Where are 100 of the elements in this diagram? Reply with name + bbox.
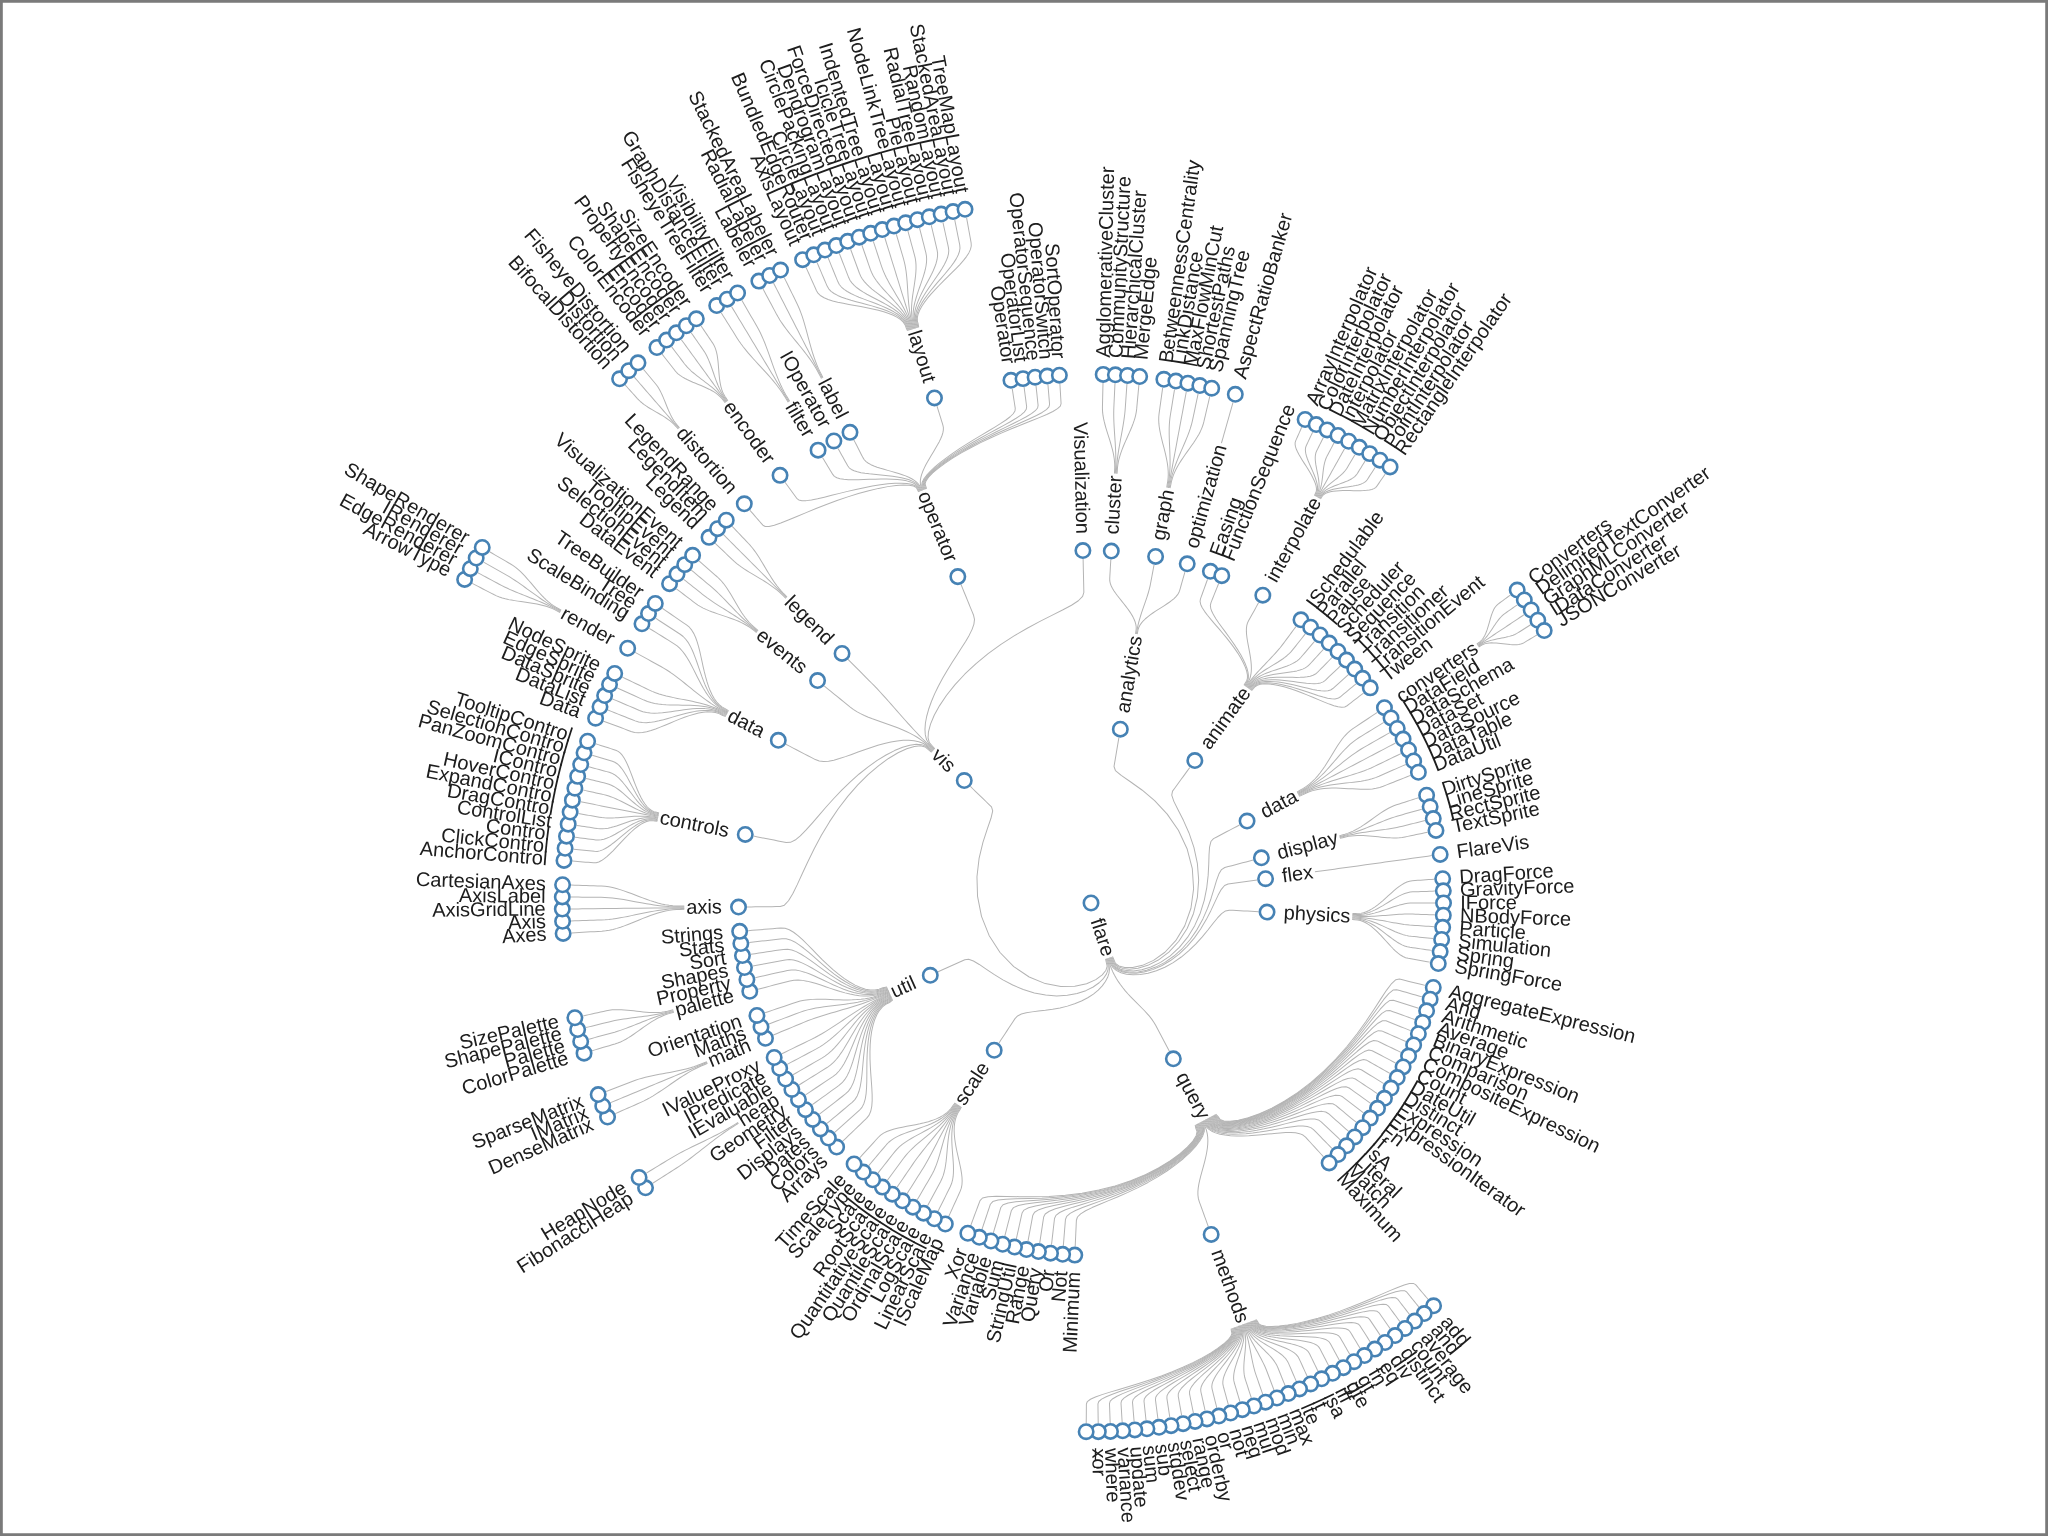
tree-link (861, 244, 913, 331)
tree-link (1339, 820, 1426, 838)
node-label: vis (933, 748, 954, 772)
tree-link (576, 817, 659, 830)
tree-link (868, 1102, 957, 1167)
tree-link (1233, 1324, 1245, 1402)
tree-link (1107, 957, 1170, 1052)
tree-link (906, 1104, 960, 1195)
tree-link (614, 1062, 708, 1115)
tree-link (752, 959, 889, 994)
tree-link (1109, 859, 1254, 973)
tree-link (1249, 674, 1349, 692)
node-label: analytics (1119, 636, 1142, 713)
tree-link (783, 277, 824, 379)
tree-link (1248, 657, 1333, 690)
tree-link (607, 709, 727, 724)
tree-link (588, 1011, 675, 1040)
tree-link (642, 368, 680, 429)
tree-link (916, 1105, 960, 1201)
tree-link (907, 230, 917, 330)
tree-link (816, 262, 909, 332)
tree-link (1314, 855, 1433, 873)
tree-link (603, 711, 727, 734)
tree-link (1316, 442, 1335, 498)
tree-link (927, 558, 1085, 750)
tree-link (1199, 578, 1248, 686)
tree-link (838, 253, 911, 331)
tree-link (1135, 564, 1155, 635)
tree-link (914, 221, 950, 329)
tree-link (591, 1011, 675, 1052)
node-label: util (891, 975, 917, 997)
tree-link (834, 998, 893, 1133)
tree-link (720, 312, 789, 403)
tree-link (1351, 902, 1436, 916)
tree-link (1245, 626, 1297, 688)
tree-link (786, 993, 891, 1065)
tree-link (837, 447, 922, 492)
tree-link (1246, 640, 1315, 689)
tree-link (690, 332, 728, 402)
tree-link (1101, 382, 1116, 475)
tree-link (634, 651, 729, 714)
tree-link (1209, 583, 1249, 687)
tree-link (1251, 683, 1365, 708)
tree-link (1168, 393, 1199, 489)
tree-link (872, 240, 913, 330)
tree-link (1339, 831, 1429, 839)
tree-link (1113, 382, 1117, 475)
tree-link (826, 997, 893, 1124)
tree-link (792, 994, 892, 1076)
tree-link (1297, 753, 1402, 796)
node-label: query (1175, 1073, 1209, 1118)
tree-link (1252, 1310, 1391, 1330)
tree-link (1297, 742, 1397, 795)
tree-link (610, 1062, 708, 1104)
tree-link (1208, 1068, 1385, 1128)
tree-link (1351, 918, 1433, 951)
tree-link (998, 957, 1110, 1044)
tree-link (1222, 1324, 1244, 1406)
tree-link (611, 698, 727, 716)
tree-link (762, 288, 822, 379)
tree-link (1476, 594, 1511, 645)
tree-link (700, 325, 729, 402)
tree-link (1167, 389, 1176, 489)
tree-link (573, 819, 659, 852)
tree-link (1351, 878, 1435, 915)
tree-link (1207, 1077, 1378, 1129)
tree-link (805, 266, 909, 332)
node-label: flex (1281, 867, 1314, 883)
tree-link (749, 484, 920, 527)
tree-link (1250, 1320, 1371, 1343)
tree-link (1298, 774, 1411, 797)
tree-link (675, 588, 758, 634)
tree-link (1254, 1290, 1420, 1328)
tree-link (471, 582, 561, 613)
node-label: axis (687, 899, 722, 914)
tree-link (655, 617, 729, 713)
tree-link (1351, 916, 1435, 928)
tree-link (916, 217, 972, 328)
tree-link (1339, 808, 1423, 838)
tree-link (1167, 391, 1187, 489)
tree-link (605, 1061, 708, 1092)
tree-link (591, 754, 660, 815)
tree-link (731, 525, 788, 598)
tree-link (571, 908, 685, 934)
tree-link (895, 233, 915, 330)
tree-link (1247, 648, 1324, 689)
tree-link (1206, 1094, 1365, 1130)
tree-link (1298, 763, 1407, 797)
tree-link (648, 627, 729, 713)
tree-link (1477, 624, 1532, 647)
tree-link (859, 1102, 956, 1159)
tree-link (781, 992, 891, 1055)
tree-link (723, 534, 787, 599)
tree-link (1111, 766, 1200, 970)
tree-link (784, 481, 920, 502)
tree-link (1317, 454, 1356, 499)
tree-link (924, 584, 975, 750)
tree-link (805, 995, 892, 1096)
tree-link (1245, 1322, 1297, 1382)
tree-link (772, 992, 891, 1036)
